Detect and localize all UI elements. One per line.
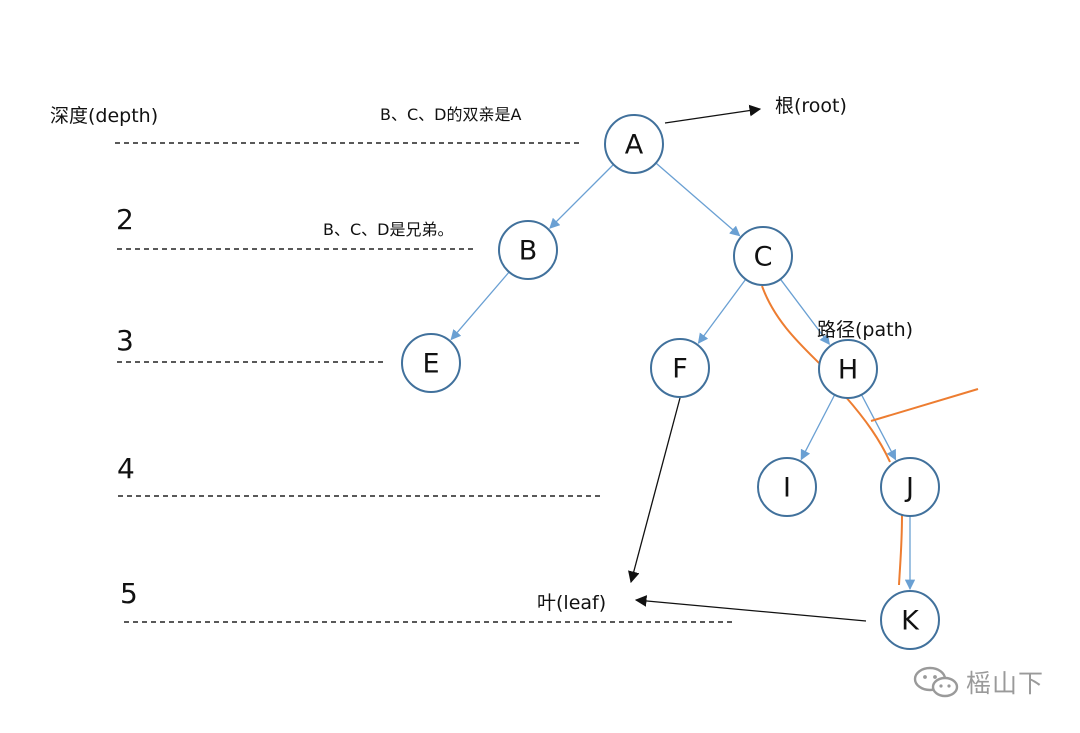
edge-b-e bbox=[450, 271, 510, 341]
depth-lines bbox=[115, 142, 733, 623]
node-i: I bbox=[757, 457, 817, 517]
node-a: A bbox=[604, 114, 664, 174]
sibling-note: B、C、D是兄弟。 bbox=[323, 220, 454, 239]
node-f: F bbox=[650, 338, 710, 398]
edge-a-b bbox=[549, 164, 614, 229]
tree-edges bbox=[450, 162, 916, 591]
path-label: 路径(path) bbox=[817, 319, 914, 341]
path-highlight bbox=[761, 285, 979, 586]
node-circle bbox=[650, 338, 710, 398]
node-label: H bbox=[838, 355, 858, 386]
edge-a-c bbox=[655, 162, 741, 237]
path-curve-upper bbox=[761, 285, 823, 367]
node-label: C bbox=[754, 242, 773, 273]
path-pointer-line bbox=[870, 388, 979, 422]
node-label: K bbox=[901, 606, 920, 637]
path-curve-middle bbox=[844, 395, 891, 463]
node-j: J bbox=[880, 457, 940, 517]
leaf-label: 叶(leaf) bbox=[537, 592, 607, 614]
node-circle bbox=[401, 333, 461, 393]
depth-level-2: 2 bbox=[116, 203, 134, 236]
depth-level-3: 3 bbox=[116, 324, 134, 357]
node-circle bbox=[818, 339, 878, 399]
edge-h-j bbox=[860, 394, 897, 461]
node-label: I bbox=[783, 473, 791, 504]
edge-c-h bbox=[779, 278, 830, 346]
edge-h-i bbox=[800, 394, 836, 461]
node-circle bbox=[498, 220, 558, 280]
depth-title-text: 深度(depth) bbox=[50, 105, 159, 127]
parent-note: B、C、D的双亲是A bbox=[380, 105, 522, 124]
watermark: 榣山下 bbox=[912, 664, 1044, 700]
leaf-arrow-from-f bbox=[628, 397, 681, 584]
root-label: 根(root) bbox=[775, 95, 847, 117]
node-circle bbox=[757, 457, 817, 517]
node-b: B bbox=[498, 220, 558, 280]
node-circle bbox=[733, 226, 793, 286]
tree-nodes: A B C E F H I J K bbox=[401, 114, 940, 650]
node-label: A bbox=[625, 130, 644, 161]
node-circle bbox=[880, 457, 940, 517]
edge-c-f bbox=[697, 278, 747, 344]
root-arrow bbox=[664, 104, 762, 124]
node-label: E bbox=[422, 349, 439, 380]
leaf-arrow-from-k bbox=[634, 595, 867, 622]
wechat-icon bbox=[913, 666, 959, 698]
node-circle bbox=[604, 114, 664, 174]
path-curve-lower bbox=[898, 514, 903, 586]
depth-title: 深度(depth) bbox=[50, 101, 158, 128]
depth-level-4: 4 bbox=[117, 452, 135, 485]
node-label: F bbox=[672, 354, 688, 385]
node-c: C bbox=[733, 226, 793, 286]
watermark-text: 榣山下 bbox=[966, 669, 1045, 698]
depth-level-5: 5 bbox=[120, 577, 138, 610]
node-e: E bbox=[401, 333, 461, 393]
node-label: B bbox=[519, 236, 538, 267]
node-label: J bbox=[904, 473, 914, 504]
node-h: H bbox=[818, 339, 878, 399]
node-k: K bbox=[880, 590, 940, 650]
annotation-arrows bbox=[628, 104, 867, 622]
node-circle bbox=[880, 590, 940, 650]
